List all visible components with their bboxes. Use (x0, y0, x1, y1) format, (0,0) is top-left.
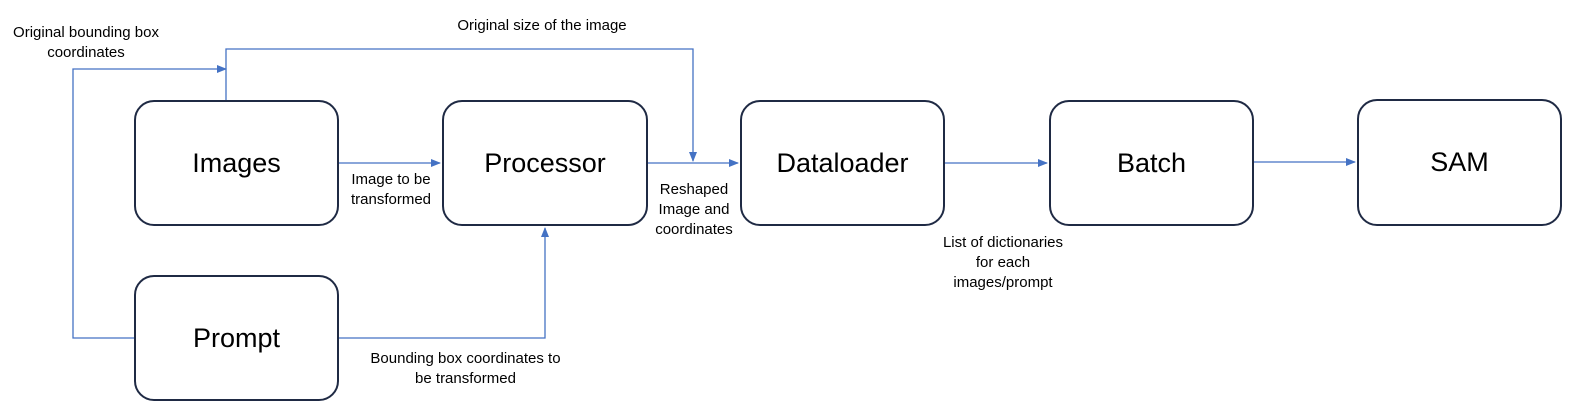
original-bbox-label-line: Original bounding box (13, 24, 159, 41)
dataloader-node-label: Dataloader (776, 147, 909, 178)
reshaped-label-line: Image and (658, 201, 730, 218)
processor-node: Processor (442, 100, 648, 226)
images-node: Images (134, 100, 339, 226)
image-to-transform-label: Image to be transformed (341, 170, 441, 210)
bbox-to-transform-label-line: Bounding box coordinates to (370, 350, 561, 367)
sam-node-label: SAM (1430, 147, 1489, 177)
image-to-transform-label-line: Image to be (351, 171, 431, 188)
reshaped-label-line: coordinates (655, 221, 733, 238)
bbox-to-transform-label: Bounding box coordinates to be transform… (353, 349, 578, 389)
sam-node: SAM (1357, 99, 1562, 226)
list-of-dicts-label-line: images/prompt (953, 274, 1053, 291)
image-to-transform-label-line: transformed (350, 191, 432, 208)
original-size-label-line: Original size of the image (457, 17, 627, 34)
list-of-dicts-label-line: List of dictionaries (942, 234, 1064, 251)
batch-node: Batch (1049, 100, 1254, 226)
batch-node-label: Batch (1116, 147, 1187, 178)
edge-prompt-original-bbox-loop (72, 65, 227, 339)
edge-images-original-size (225, 48, 697, 162)
reshaped-label-line: Reshaped (659, 181, 729, 198)
original-bbox-label-line: coordinates (47, 44, 125, 61)
bbox-to-transform-label-line: be transformed (415, 370, 516, 387)
list-of-dicts-label: List of dictionaries for each images/pro… (923, 233, 1083, 293)
reshaped-label: Reshaped Image and coordinates (650, 180, 738, 240)
edge-prompt-to-processor (339, 227, 549, 339)
prompt-node-label: Prompt (192, 322, 281, 353)
list-of-dicts-label-line: for each (975, 254, 1031, 271)
prompt-node: Prompt (134, 275, 339, 401)
original-size-label: Original size of the image (437, 16, 647, 36)
processor-node-label: Processor (484, 147, 606, 178)
images-node-label: Images (192, 147, 281, 178)
original-bbox-label: Original bounding box coordinates (6, 23, 166, 63)
dataloader-node: Dataloader (740, 100, 945, 226)
